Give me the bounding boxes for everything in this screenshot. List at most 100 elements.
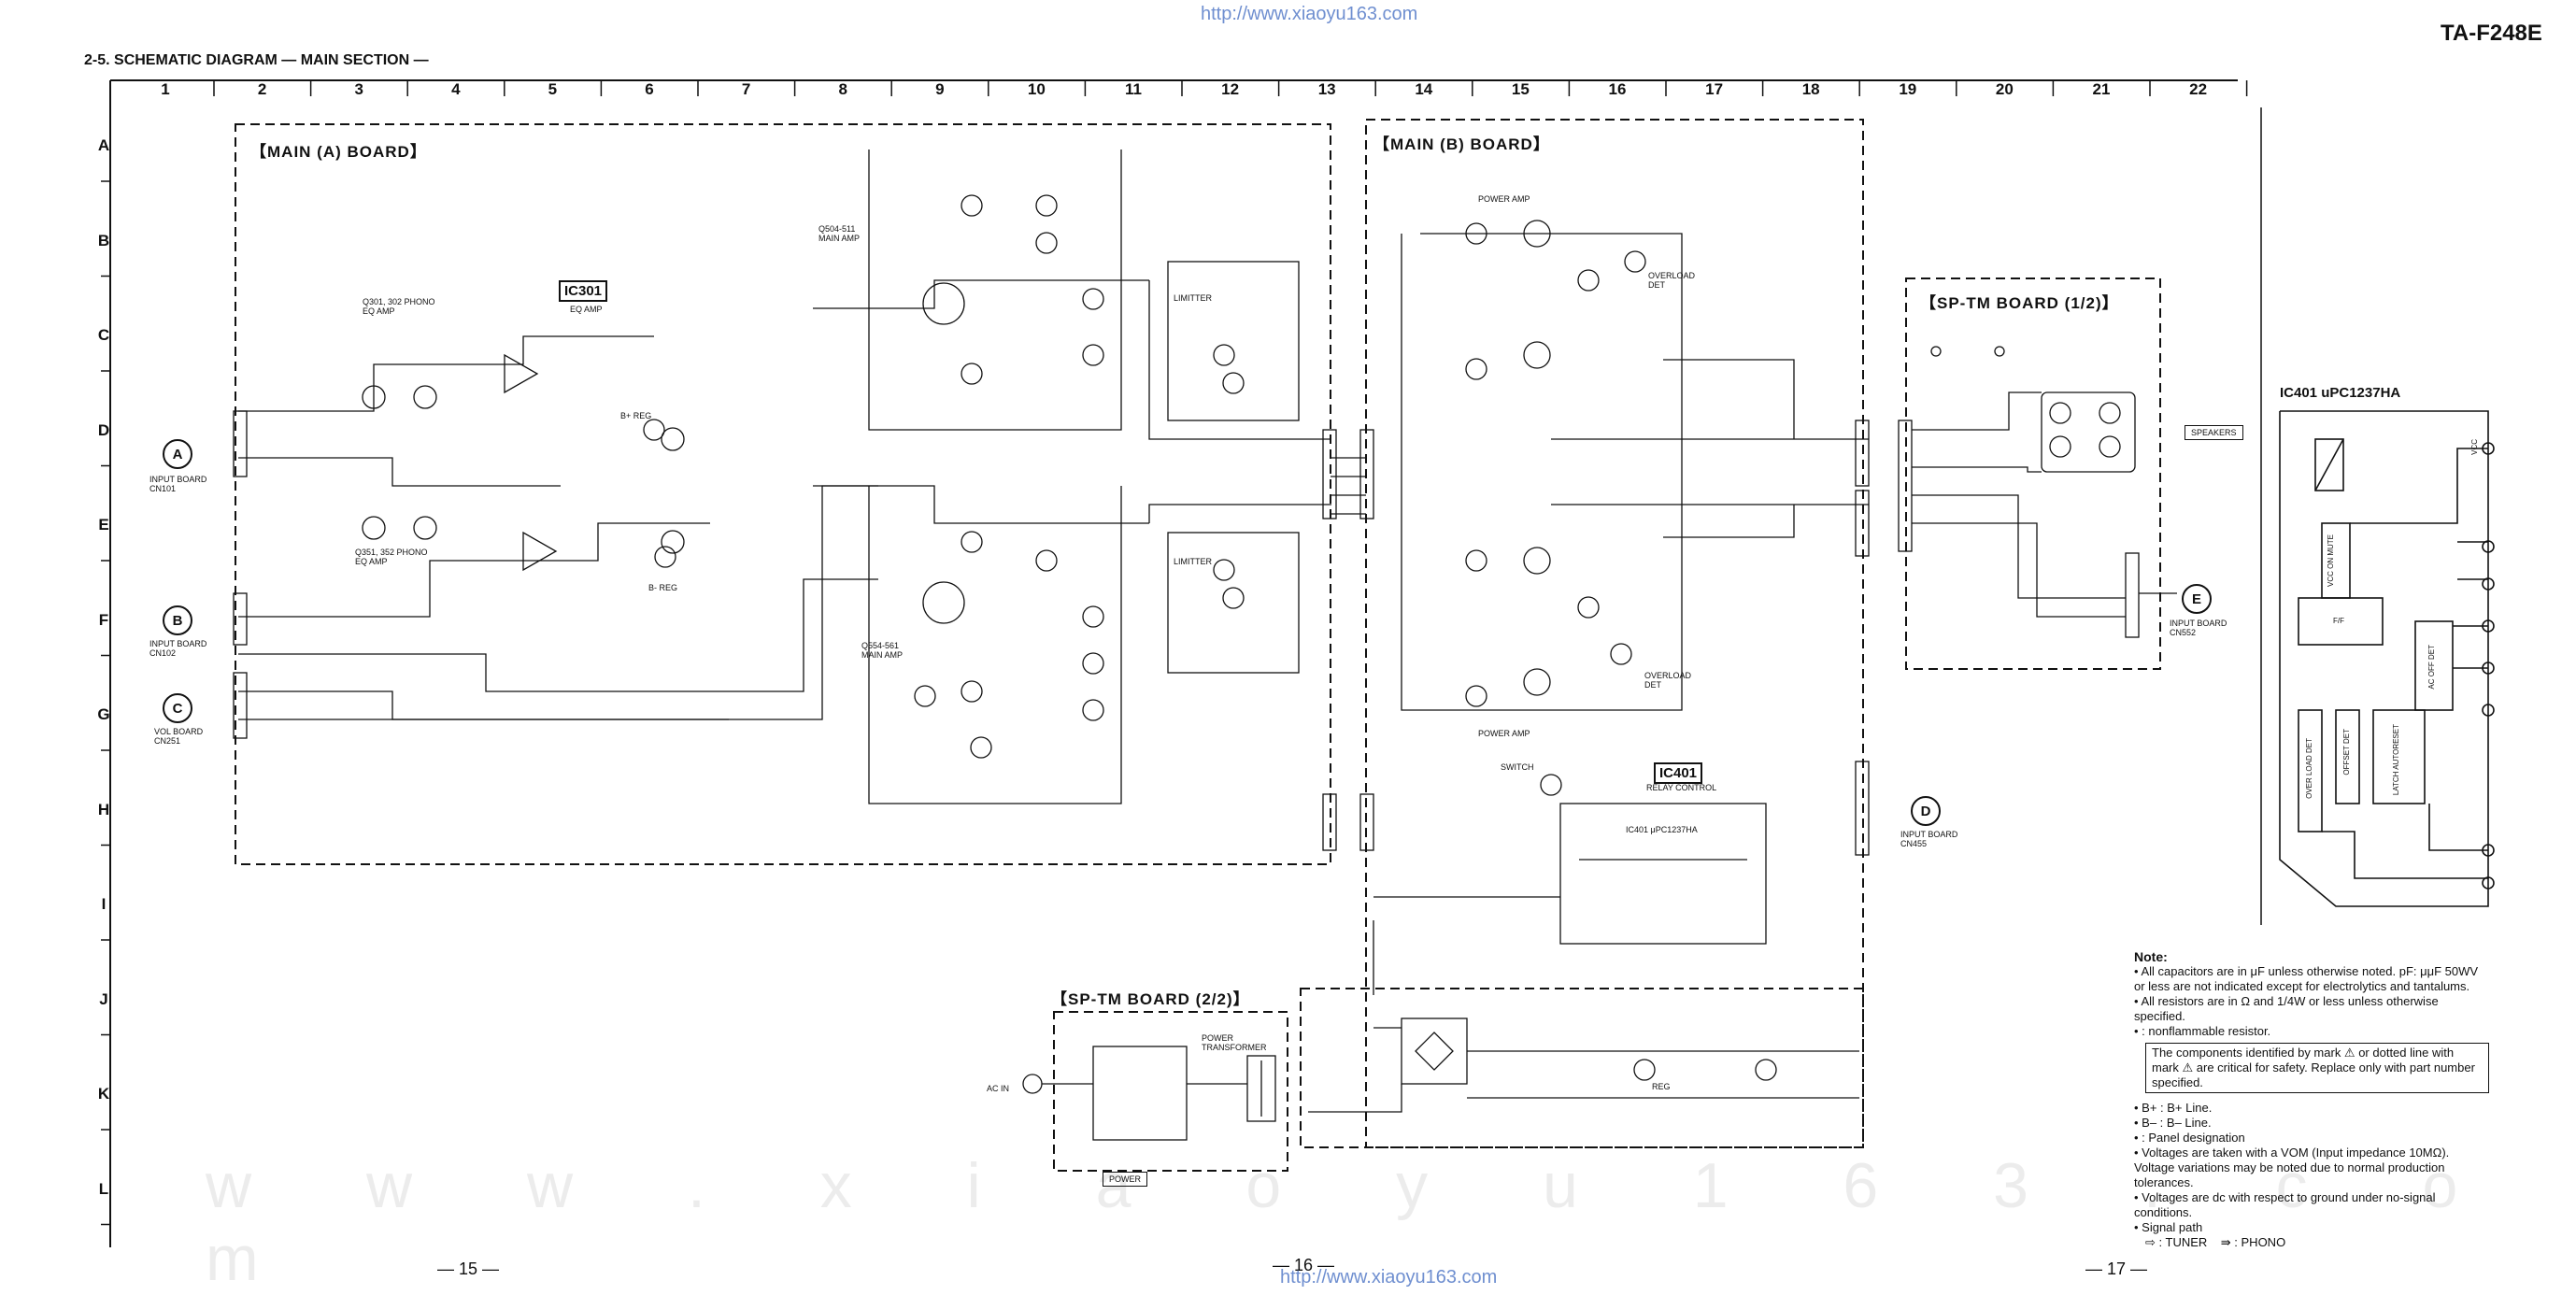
power-supply-outline (1300, 988, 1864, 1148)
source-url-bottom[interactable]: http://www.xiaoyu163.com (1280, 1267, 1498, 1288)
ic401-part-label: IC401 μPC1237HA (1626, 825, 1698, 834)
sp-tm-2-board-outline (1053, 1011, 1288, 1172)
limitter-bottom-label: LIMITTER (1174, 557, 1213, 566)
main-b-board-outline (1365, 119, 1864, 1148)
column-number: 18 (1801, 80, 1820, 98)
page-number-center: — 16 — (1273, 1256, 1335, 1274)
main-b-board-label: 【MAIN (B) BOARD】 (1373, 135, 1550, 153)
row-letter: D (97, 420, 110, 439)
note-item: • Signal path (2134, 1220, 2203, 1234)
note-item: • : nonflammable resistor. (2134, 1024, 2271, 1038)
main-a-board-label: 【MAIN (A) BOARD】 (250, 143, 427, 161)
column-number: 11 (1125, 80, 1142, 98)
ic401-offset-det-label: OFFSET DET (2342, 729, 2351, 776)
column-number: 4 (451, 80, 461, 98)
reg-label: REG (1652, 1082, 1671, 1091)
ic401-vcc-on-mute-label: VCC ON MUTE (2327, 534, 2335, 587)
row-letter: H (97, 800, 110, 818)
power-amp-2-label: POWER AMP (1478, 729, 1530, 738)
page-number-left: — 15 — (437, 1259, 500, 1278)
ic401-vcc-label: VCC (2470, 439, 2479, 455)
phono-eq-amp-bottom-label: Q351, 352 PHONO EQ AMP (355, 548, 428, 566)
row-letter: B (97, 231, 110, 249)
row-letter: G (97, 705, 110, 723)
row-letter: L (98, 1179, 109, 1198)
column-number: 9 (935, 80, 945, 98)
row-letter: E (98, 516, 109, 534)
power-amp-1-label: POWER AMP (1478, 194, 1530, 204)
column-number: 14 (1415, 80, 1433, 98)
connector-d: D (1911, 796, 1941, 826)
sp-tm-2-board-label: 【SP-TM BOARD (2/2)】 (1051, 990, 1250, 1008)
row-letter: I (101, 895, 107, 913)
ic301-label: IC301 (559, 280, 608, 302)
column-number: 20 (1995, 80, 2014, 98)
switch-label: SWITCH (1501, 762, 1534, 772)
row-letter: F (98, 610, 109, 629)
main-amp-bottom-label: Q554-561 MAIN AMP (861, 641, 904, 660)
watermark-text: w w w . x i a o y u 1 6 3 . c o m (206, 1150, 2507, 1294)
speakers-label: SPEAKERS (2185, 425, 2243, 440)
row-letter: J (99, 989, 108, 1008)
phono-arrow-icon: ⇛ (2220, 1235, 2231, 1249)
column-number: 15 (1511, 80, 1530, 98)
phono-eq-amp-top-label: Q301, 302 PHONO EQ AMP (363, 297, 435, 316)
ic401-block-title: IC401 uPC1237HA (2280, 385, 2401, 401)
overload-det-top-label: OVERLOAD DET (1648, 271, 1696, 290)
column-number: 19 (1899, 80, 1917, 98)
sp-tm-1-board-label: 【SP-TM BOARD (1/2)】 (1920, 294, 2119, 312)
column-number: 5 (548, 80, 558, 98)
row-letter: A (97, 136, 110, 154)
source-url-top[interactable]: http://www.xiaoyu163.com (1201, 4, 1418, 24)
column-number: 3 (354, 80, 363, 98)
tuner-arrow-icon: ⇨ (2145, 1235, 2156, 1249)
row-letter: C (97, 326, 110, 344)
ic401-overload-det-label: OVER LOAD DET (2305, 738, 2313, 799)
ic401-label: IC401 (1654, 762, 1703, 784)
section-title: 2-5. SCHEMATIC DIAGRAM — MAIN SECTION — (84, 52, 429, 68)
model-number: TA-F248E (2441, 21, 2542, 46)
note-item: • B+ : B+ Line. (2134, 1101, 2213, 1115)
connector-a: A (163, 439, 192, 469)
b-plus-reg-label: B+ REG (620, 411, 652, 420)
column-number: 16 (1608, 80, 1627, 98)
note-item: • B– : B– Line. (2134, 1116, 2212, 1130)
ic401-ac-off-det-label: AC OFF DET (2427, 645, 2436, 690)
notes-title: Note: (2134, 949, 2168, 964)
column-number: 8 (838, 80, 847, 98)
ic401-ff-label: F/F (2333, 617, 2344, 625)
column-number: 6 (645, 80, 654, 98)
page-number-right: — 17 — (2085, 1259, 2148, 1278)
column-number: 1 (161, 80, 170, 98)
ac-in-label: AC IN (987, 1084, 1010, 1093)
connector-e: E (2182, 584, 2212, 614)
power-transformer-label: POWER TRANSFORMER (1202, 1033, 1267, 1052)
column-number: 13 (1317, 80, 1336, 98)
eq-amp-label: EQ AMP (570, 305, 603, 314)
main-a-board-outline (235, 123, 1331, 865)
sp-tm-1-board-outline (1905, 278, 2161, 670)
signal-path-legend: ⇨ : TUNER ⇛ : PHONO (2145, 1235, 2286, 1249)
power-label: POWER (1103, 1172, 1148, 1187)
column-number: 12 (1221, 80, 1240, 98)
column-number: 7 (741, 80, 751, 98)
critical-components-box: The components identified by mark ⚠ or d… (2145, 1043, 2489, 1093)
main-amp-top-label: Q504-511 MAIN AMP (818, 224, 861, 243)
notes-panel: Note: • All capacitors are in μF unless … (2134, 949, 2489, 1250)
note-item: • : Panel designation (2134, 1131, 2245, 1145)
ic401-latch-label: LATCH AUTORESET (2392, 724, 2400, 796)
connector-c: C (163, 693, 192, 723)
limitter-top-label: LIMITTER (1174, 293, 1213, 303)
column-number: 2 (257, 80, 267, 98)
relay-control-label: RELAY CONTROL (1646, 783, 1717, 792)
note-item: • All capacitors are in μF unless otherw… (2134, 964, 2479, 993)
overload-det-bottom-label: OVERLOAD DET (1644, 671, 1692, 690)
note-item: • Voltages are taken with a VOM (Input i… (2134, 1146, 2450, 1189)
column-number: 21 (2092, 80, 2111, 98)
row-letter: K (97, 1085, 110, 1103)
